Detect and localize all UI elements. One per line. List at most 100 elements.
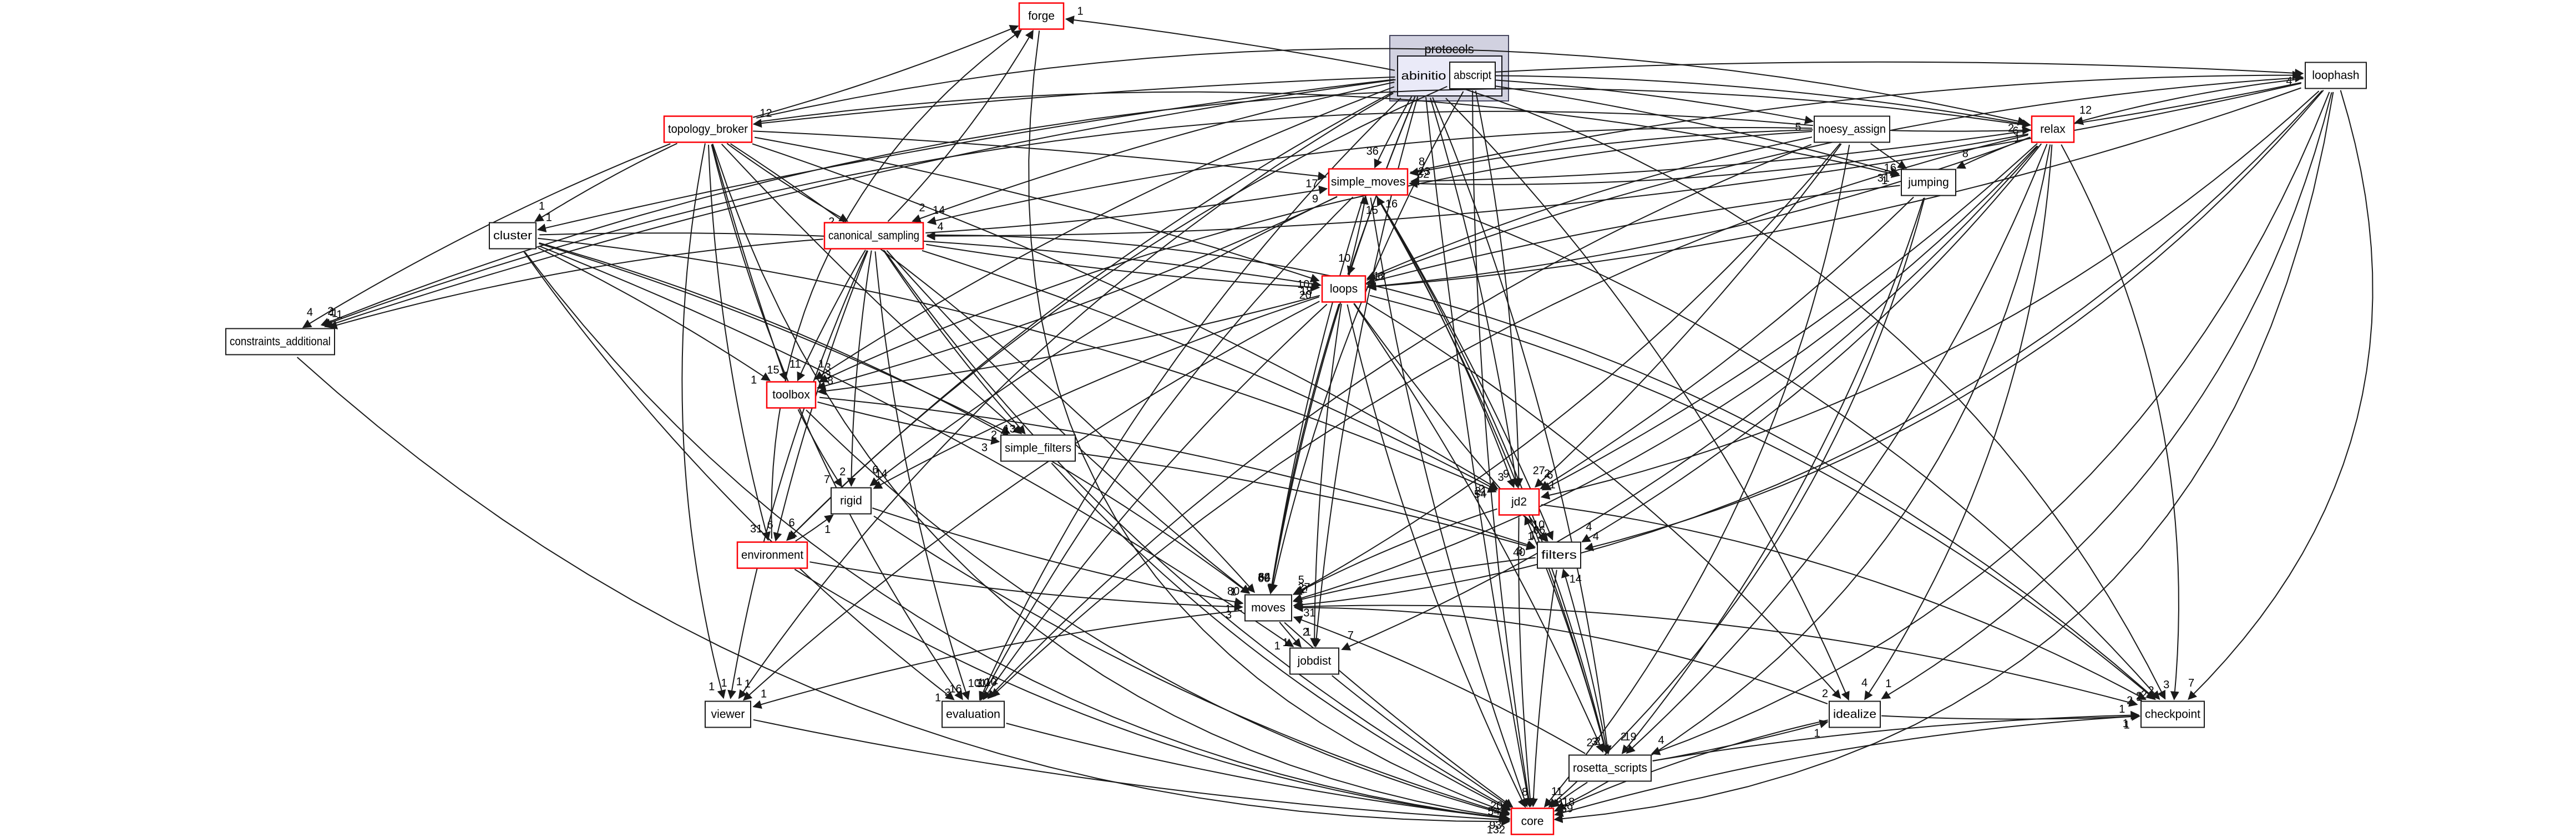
node-abinitio-label: abinitio: [1401, 70, 1446, 83]
edge-canonical_sampling-core: [883, 250, 1511, 810]
node-noesy_assign[interactable]: noesy_assign: [1814, 115, 1890, 143]
edge-label-relax-checkpoint: 3: [2163, 679, 2169, 691]
node-simple_moves[interactable]: simple_moves: [1328, 168, 1409, 196]
edge-label-abinitio-simple_moves: 36: [1367, 145, 1379, 158]
node-rigid-box: [831, 487, 872, 515]
edge-label-loophash-jd2: 1: [1550, 479, 1556, 491]
edge-abinitio-toolbox: [814, 86, 1395, 380]
node-jd2-label: jd2: [1511, 496, 1527, 509]
edge-canonical_sampling-viewer: [727, 250, 868, 699]
edge-label-moves-core: 20: [1490, 800, 1502, 812]
edge-label-relax-idealize: 4: [1861, 677, 1868, 689]
node-topology_broker[interactable]: topology_broker: [663, 115, 753, 143]
edge-environment-forge: [771, 29, 1022, 539]
edge-label-rosetta_scripts-core: 11: [1551, 785, 1563, 798]
node-loops[interactable]: loops: [1321, 275, 1367, 303]
edge-label-abinitio-jd2: 9: [1503, 468, 1509, 480]
edge-label-cluster-loops: 18: [1300, 286, 1312, 298]
node-checkpoint[interactable]: checkpoint: [2140, 700, 2205, 728]
node-loophash[interactable]: loophash: [2305, 62, 2367, 89]
node-jobdist[interactable]: jobdist: [1289, 647, 1339, 675]
node-constraints_additional[interactable]: constraints_additional: [225, 328, 335, 355]
edge-noesy_assign-moves: [1294, 143, 1841, 594]
edge-jd2-checkpoint: [1541, 504, 2147, 700]
node-rigid[interactable]: rigid: [831, 487, 872, 515]
node-cluster-label: cluster: [493, 230, 532, 242]
node-environment[interactable]: environment: [736, 541, 808, 569]
node-relax[interactable]: relax: [2031, 115, 2075, 143]
edge-loophash-idealize: [1881, 92, 2332, 699]
edge-loops-evaluation: [983, 303, 1328, 700]
edge-loops-viewer: [743, 301, 1320, 701]
node-jumping-label: jumping: [1907, 176, 1949, 189]
edge-noesy_assign-evaluation: [987, 144, 1812, 699]
edge-topology_broker-environment: [708, 145, 771, 541]
edge-simple_moves-toolbox: [816, 196, 1338, 390]
edge-noesy_assign-loops: [1366, 136, 1813, 280]
node-loophash-box: [2305, 62, 2367, 89]
node-toolbox-box: [766, 381, 817, 409]
node-forge-label: forge: [1028, 10, 1055, 23]
edge-label-simple_moves-evaluation: 3: [976, 678, 982, 690]
nodes-layer: forge loophash topology_broker noesy_assign…: [225, 2, 2367, 835]
node-environment-box: [736, 541, 808, 569]
edge-label-topology_broker-viewer: 1: [708, 681, 715, 693]
edge-checkpoint-core: [1554, 715, 2139, 817]
node-viewer[interactable]: viewer: [705, 700, 751, 728]
node-relax-box: [2031, 115, 2075, 143]
edge-label-evaluation-core: 93: [1489, 820, 1501, 832]
edge-label-jd2-moves: 5: [1298, 574, 1304, 586]
edge-forge-core: [1028, 31, 1510, 815]
edge-label-loops-rigid: 14: [875, 468, 887, 480]
edge-rosetta_scripts-simple_moves: [1376, 196, 1607, 754]
node-cluster[interactable]: cluster: [489, 222, 537, 250]
edge-label-cluster-jd2: 54: [1474, 488, 1486, 500]
edge-label-loops-filters: 1: [1527, 530, 1534, 542]
edge-loophash-relax: [2074, 78, 2304, 125]
node-abscript[interactable]: abscript: [1449, 62, 1496, 89]
edge-canonical_sampling-jd2: [922, 250, 1498, 491]
edge-topology_broker-forge: [752, 25, 1019, 118]
edge-label-topology_broker-simple_moves: 17: [1305, 178, 1318, 190]
edge-cluster-evaluation: [523, 251, 955, 700]
edge-label-cluster-jobdist: 1: [1274, 640, 1281, 652]
node-jumping[interactable]: jumping: [1901, 169, 1956, 196]
edge-label-canonical_sampling-jd2: 21: [1475, 485, 1487, 497]
edge-relax-evaluation: [990, 134, 2028, 698]
node-rosetta_scripts[interactable]: rosetta_scripts: [1568, 754, 1652, 782]
edge-label-loophash-simple_moves: 23: [1418, 166, 1430, 178]
node-jd2[interactable]: jd2: [1498, 488, 1540, 516]
edge-relax-jumping: [1956, 136, 2031, 169]
node-filters[interactable]: filters: [1537, 541, 1581, 569]
edge-abinitio-canonical_sampling: [912, 82, 1395, 223]
node-moves[interactable]: moves: [1244, 594, 1292, 622]
edge-label-loops-jobdist: 2: [1303, 626, 1309, 638]
edge-label-relax-jd2: 6: [1547, 469, 1553, 481]
node-jumping-box: [1901, 169, 1956, 196]
node-toolbox[interactable]: toolbox: [766, 381, 817, 409]
node-idealize[interactable]: idealize: [1829, 700, 1881, 728]
edge-label-abinitio-moves: 64: [1258, 571, 1271, 583]
edge-relax-jd2: [1541, 143, 2038, 491]
node-simple_moves-box: [1328, 168, 1409, 196]
node-simple_filters[interactable]: simple_filters: [1000, 434, 1076, 462]
node-abinitio[interactable]: abinitio: [1401, 70, 1446, 83]
edge-label-relax-jumping: 8: [1962, 148, 1968, 160]
node-evaluation[interactable]: evaluation: [942, 700, 1005, 728]
node-core[interactable]: core: [1510, 807, 1555, 835]
node-forge[interactable]: forge: [1018, 2, 1065, 30]
edge-topology_broker-simple_filters: [721, 144, 1023, 435]
edge-topology_broker-jd2: [752, 143, 1499, 490]
node-canonical_sampling[interactable]: canonical_sampling: [823, 222, 924, 250]
edge-label-canonical_sampling-simple_filters: 13: [1004, 423, 1016, 435]
edge-label-abinitio-evaluation: 101: [968, 678, 986, 690]
edge-canonical_sampling-constraints_additional: [328, 238, 823, 329]
edge-relax-constraints_additional: [320, 88, 2024, 327]
edge-canonical_sampling-simple_moves: [925, 185, 1328, 233]
edge-label-loops-simple_moves: 15: [1366, 205, 1378, 217]
edge-relax-moves: [1293, 145, 2038, 602]
edge-abinitio-jumping: [1452, 79, 1900, 176]
edge-label-constraints_additional-core: 132: [1487, 824, 1505, 836]
edge-label-moves-checkpoint: 1: [2119, 703, 2125, 715]
